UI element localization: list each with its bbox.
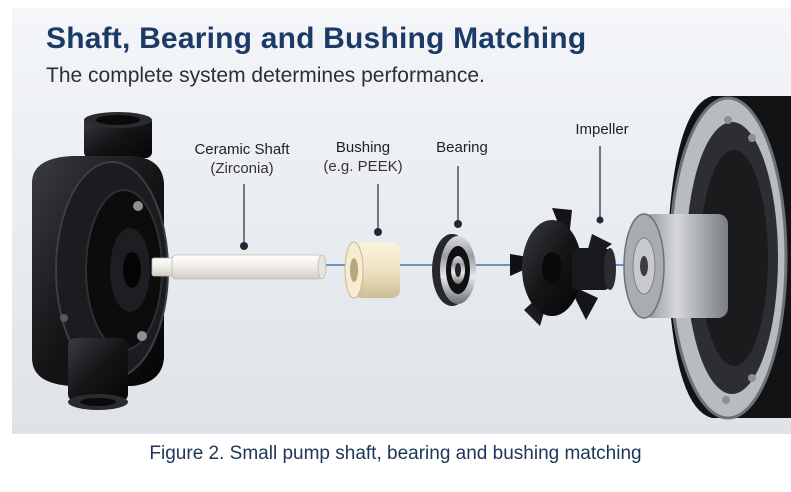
bushing-part (344, 241, 400, 299)
label-ceramic-shaft-title: Ceramic Shaft (194, 141, 290, 158)
diagram-title: Shaft, Bearing and Bushing Matching (46, 22, 587, 55)
exploded-pump-illustration (32, 96, 791, 420)
label-bushing-material: (e.g. PEEK) (323, 158, 403, 175)
motor-unit (623, 96, 791, 420)
leader-dots (240, 216, 604, 250)
bushing-leader-dot (374, 228, 382, 236)
bearing-leader-dot (454, 220, 462, 228)
label-ceramic-shaft: Ceramic Shaft (Zirconia) (188, 140, 296, 178)
label-bushing: Bushing (e.g. PEEK) (318, 138, 408, 176)
label-bushing-title: Bushing (335, 139, 391, 156)
ceramic-shaft (151, 254, 327, 280)
label-bearing: Bearing (436, 139, 488, 156)
bearing-part (432, 234, 476, 306)
impeller-part (510, 208, 616, 326)
label-impeller: Impeller (575, 121, 629, 138)
diagram-subtitle: The complete system determines performan… (46, 64, 485, 87)
figure-caption: Figure 2. Small pump shaft, bearing and … (149, 443, 642, 464)
label-ceramic-shaft-material: (Zirconia) (210, 160, 274, 177)
pump-housing (32, 112, 169, 410)
diagram-stage: Shaft, Bearing and Bushing Matching The … (12, 8, 791, 434)
leader-lines (243, 146, 601, 244)
shaft-leader-dot (240, 242, 248, 250)
impeller-leader-dot (596, 216, 604, 224)
